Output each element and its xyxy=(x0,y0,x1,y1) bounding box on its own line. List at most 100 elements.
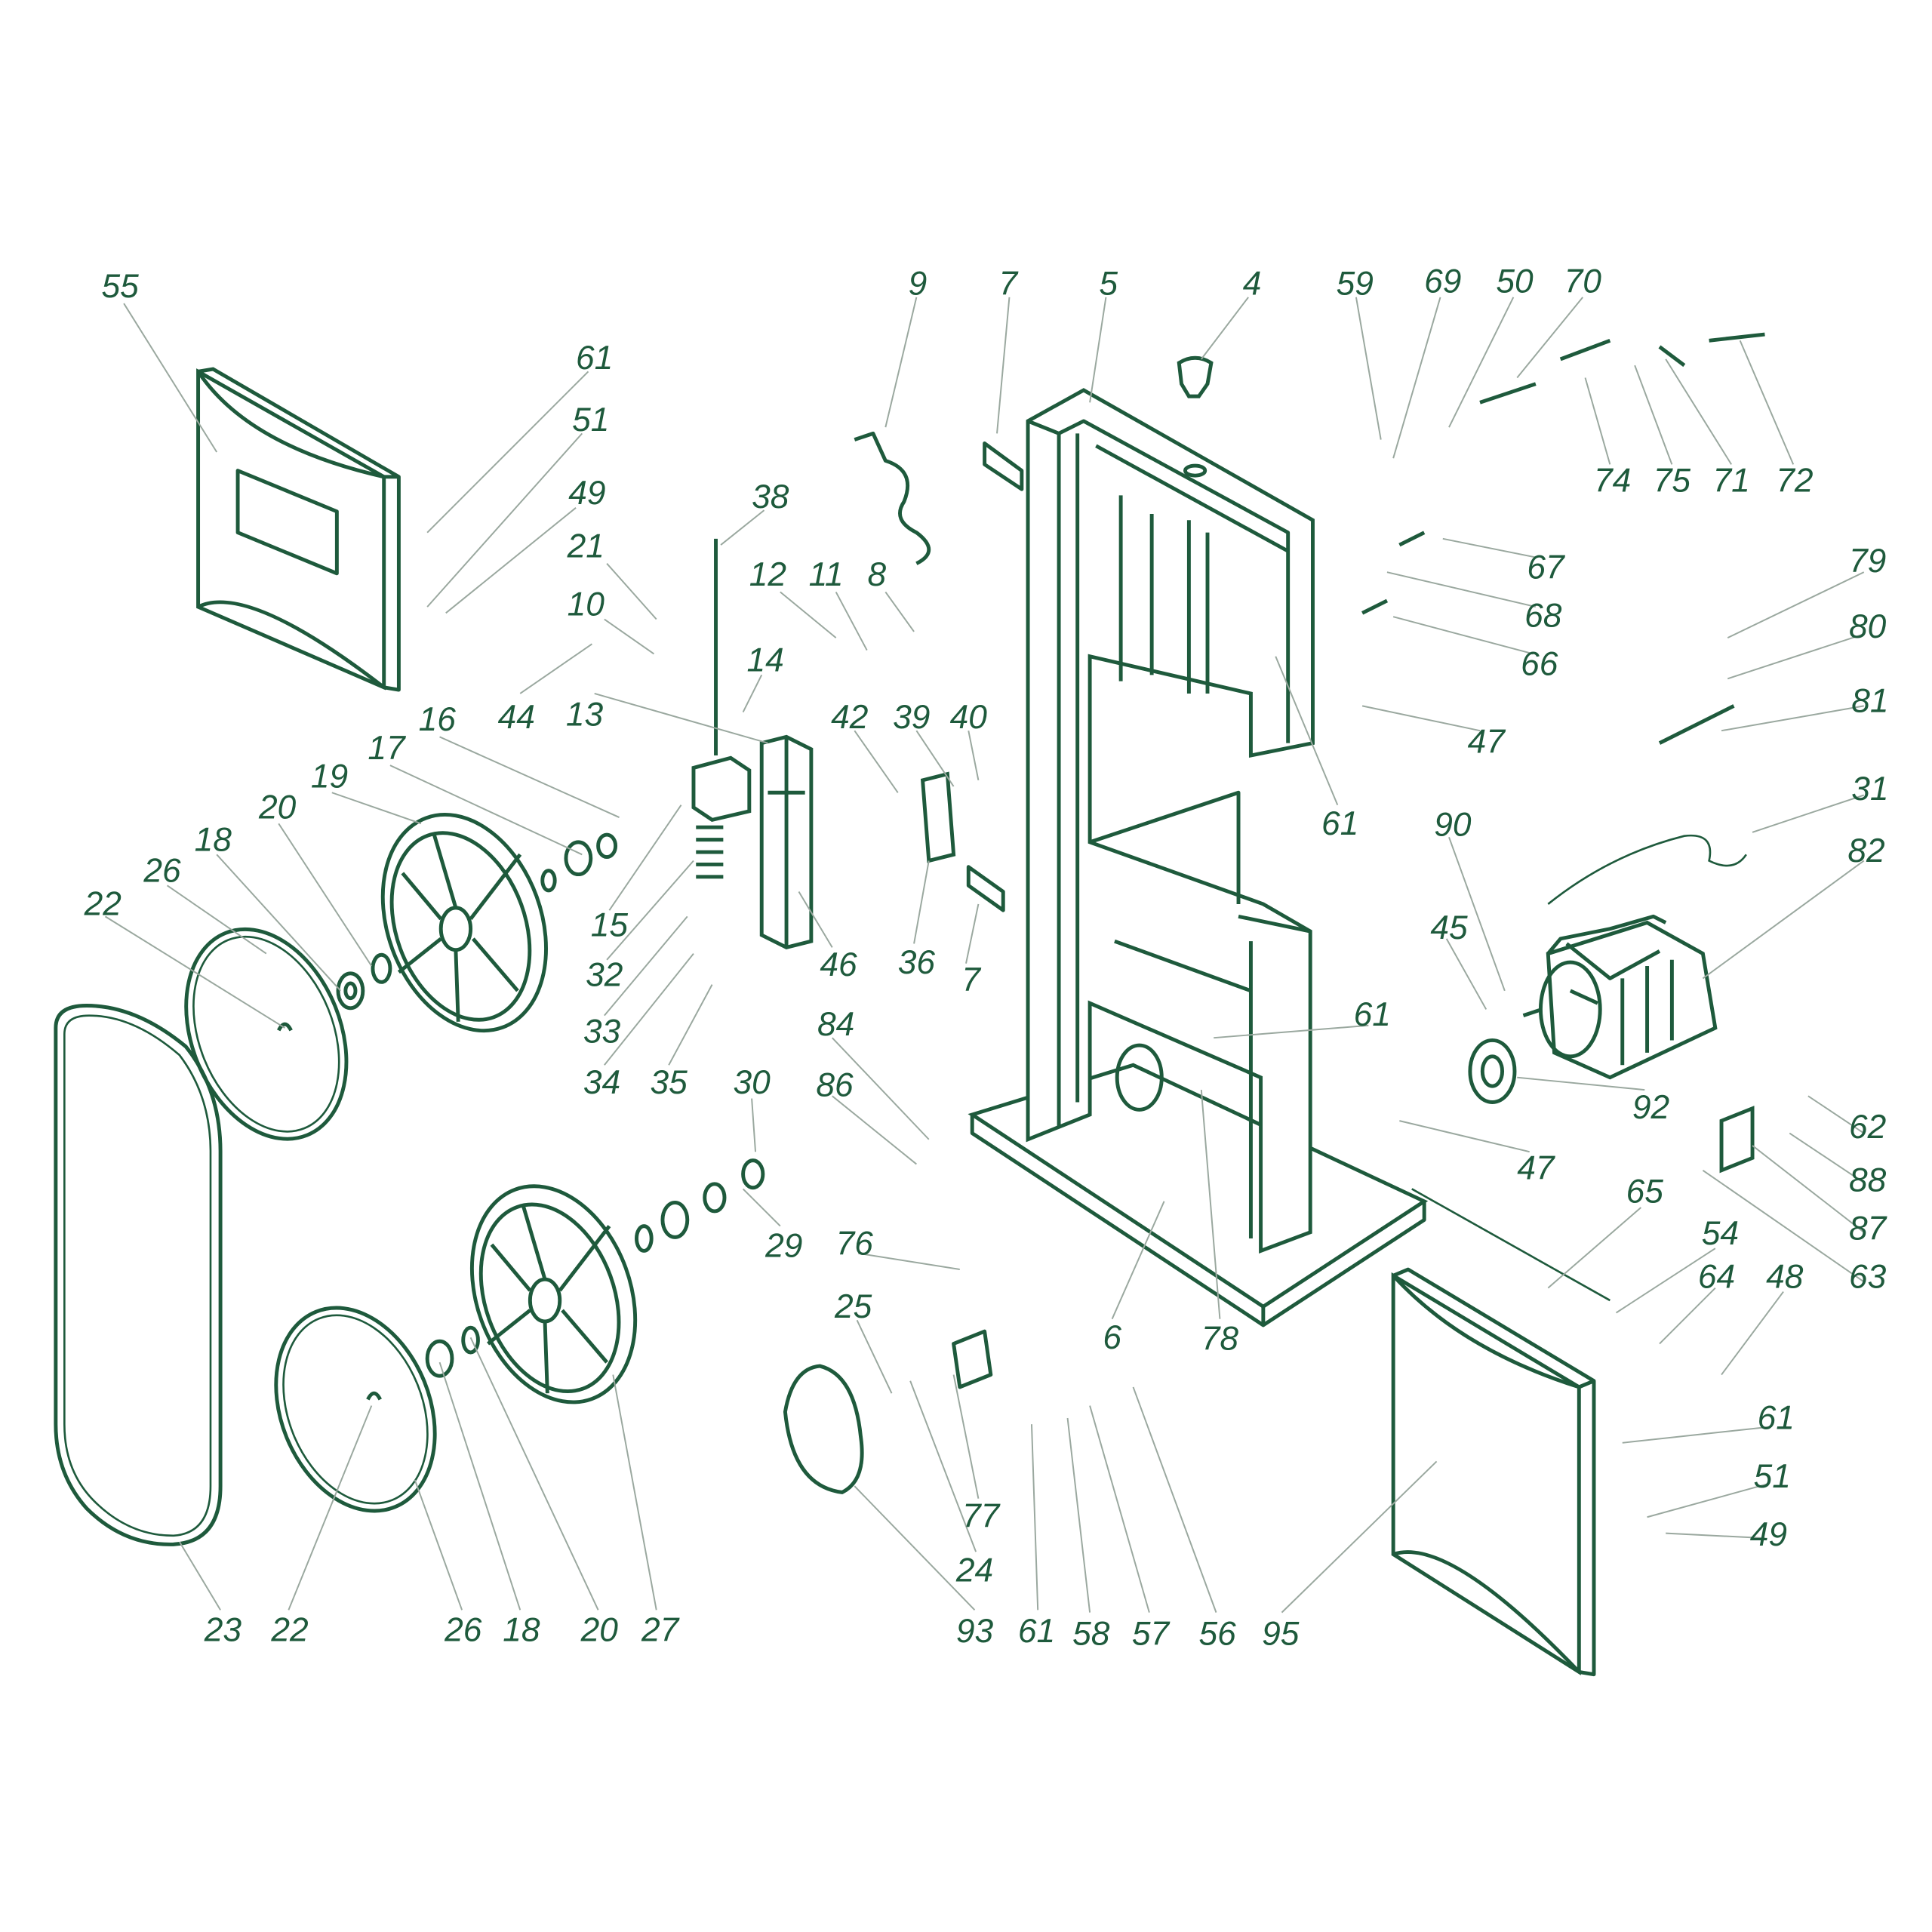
callout: 13 xyxy=(566,697,604,734)
callout: 63 xyxy=(1849,1259,1887,1296)
callout: 40 xyxy=(950,699,988,736)
callout: 19 xyxy=(311,758,348,795)
callout: 33 xyxy=(583,1014,621,1051)
callout-labels: 55 61 51 49 38 21 10 12 11 8 14 44 13 16… xyxy=(84,263,1889,1652)
callout: 20 xyxy=(580,1611,619,1648)
callout: 51 xyxy=(1754,1458,1791,1495)
tire-26-upper xyxy=(184,927,349,1141)
callout: 47 xyxy=(1468,724,1506,761)
callout: 88 xyxy=(1849,1162,1887,1199)
callout: 48 xyxy=(1766,1259,1804,1296)
callout: 17 xyxy=(368,730,406,767)
callout: 31 xyxy=(1851,771,1888,808)
rod-65 xyxy=(1411,1188,1611,1302)
bearings xyxy=(277,832,765,1401)
callout: 67 xyxy=(1527,549,1565,586)
callout: 79 xyxy=(1849,543,1886,580)
lower-wheel-27 xyxy=(469,1184,638,1404)
callout: 24 xyxy=(955,1552,993,1589)
callout: 5 xyxy=(1099,266,1118,303)
callout: 61 xyxy=(576,340,613,377)
callout: 18 xyxy=(195,821,232,858)
callout: 74 xyxy=(1594,462,1631,499)
callout: 16 xyxy=(419,701,457,738)
callout: 21 xyxy=(567,528,605,565)
callout: 77 xyxy=(962,1497,1001,1534)
callout: 87 xyxy=(1849,1211,1887,1247)
callout: 58 xyxy=(1072,1615,1110,1652)
callout: 36 xyxy=(898,944,936,981)
callout: 93 xyxy=(956,1613,994,1650)
callout: 14 xyxy=(747,641,784,678)
callout: 70 xyxy=(1564,263,1602,300)
callout: 95 xyxy=(1262,1615,1300,1652)
callout: 55 xyxy=(102,268,140,305)
callout: 7 xyxy=(961,961,981,998)
callout: 84 xyxy=(817,1006,854,1043)
callout: 61 xyxy=(1758,1400,1795,1437)
guide-36 xyxy=(920,771,956,863)
callout: 50 xyxy=(1496,263,1534,300)
upper-wheel-19 xyxy=(380,813,548,1033)
wheel-guard-93 xyxy=(783,1364,864,1494)
callout: 61 xyxy=(1321,805,1358,842)
callout: 59 xyxy=(1337,266,1374,303)
callout: 27 xyxy=(641,1611,680,1648)
callout: 75 xyxy=(1654,462,1691,499)
callout: 64 xyxy=(1698,1259,1735,1296)
callout: 46 xyxy=(820,946,857,983)
callout: 44 xyxy=(498,699,535,736)
callout: 56 xyxy=(1198,1615,1236,1652)
callout: 34 xyxy=(583,1064,620,1101)
motor-82 xyxy=(1468,914,1718,1104)
tire-26-lower xyxy=(274,1306,437,1513)
callout: 32 xyxy=(586,956,623,993)
callout: 15 xyxy=(591,907,629,944)
callout: 62 xyxy=(1849,1109,1886,1146)
callout: 65 xyxy=(1626,1173,1664,1210)
callout: 86 xyxy=(816,1066,854,1103)
callout: 10 xyxy=(568,586,605,623)
callout: 9 xyxy=(909,266,928,303)
callout: 22 xyxy=(84,886,122,923)
lower-door-95 xyxy=(1391,1267,1596,1677)
callout: 61 xyxy=(1018,1613,1055,1650)
callout: 26 xyxy=(143,852,181,889)
callout: 71 xyxy=(1713,462,1750,499)
spring-32 xyxy=(696,825,724,879)
callout: 11 xyxy=(809,556,844,593)
callout: 57 xyxy=(1132,1615,1171,1652)
callout: 23 xyxy=(204,1611,242,1648)
upper-door-55 xyxy=(196,367,401,692)
tension-knob-4 xyxy=(1177,355,1214,398)
callout: 69 xyxy=(1424,263,1461,300)
callout: 20 xyxy=(258,789,297,826)
callout: 26 xyxy=(444,1611,482,1648)
callout: 72 xyxy=(1776,462,1813,499)
frame-5 xyxy=(968,388,1429,1327)
callout: 42 xyxy=(831,699,868,736)
callout: 92 xyxy=(1632,1089,1669,1126)
cable-31 xyxy=(1547,834,1747,905)
callout: 68 xyxy=(1524,597,1562,634)
saw-blade-23 xyxy=(54,1004,223,1546)
callout: 61 xyxy=(1354,996,1391,1033)
callout: 90 xyxy=(1434,807,1472,844)
callout: 25 xyxy=(834,1288,872,1325)
callout: 35 xyxy=(651,1064,688,1101)
callout: 38 xyxy=(752,478,789,515)
callout: 30 xyxy=(733,1064,771,1101)
callout: 4 xyxy=(1243,266,1262,303)
callout: 39 xyxy=(893,699,930,736)
callout: 49 xyxy=(1750,1516,1787,1553)
callout: 82 xyxy=(1847,832,1884,869)
guide-block xyxy=(691,755,752,822)
hinge-plate-87 xyxy=(1719,1106,1755,1174)
callout: 7 xyxy=(998,266,1018,303)
callout: 51 xyxy=(572,401,609,438)
callout: 76 xyxy=(836,1225,874,1262)
callout: 66 xyxy=(1521,645,1558,682)
leader-lines xyxy=(104,297,1865,1614)
callout: 45 xyxy=(1430,909,1468,946)
callout: 54 xyxy=(1702,1215,1739,1252)
